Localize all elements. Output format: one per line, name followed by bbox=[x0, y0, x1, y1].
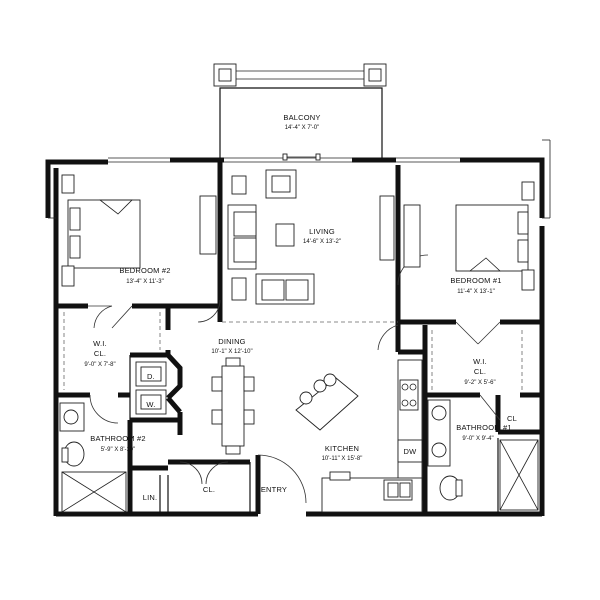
bedroom1-label: BEDROOM #1 bbox=[450, 276, 501, 285]
bedroom1-dims: 11'-4" X 13'-1" bbox=[457, 289, 494, 295]
bedroom2-label: BEDROOM #2 bbox=[119, 266, 170, 275]
dining-table-set bbox=[211, 357, 255, 455]
dishwasher-label: DW bbox=[404, 447, 418, 456]
exterior-walls bbox=[45, 139, 551, 517]
kitchen-label: KITCHEN bbox=[325, 444, 359, 453]
living-dims: 14'-6" X 13'-2" bbox=[303, 239, 341, 245]
kitchen-dims: 10'-11" X 15'-8" bbox=[322, 456, 363, 462]
bathroom1-fixtures bbox=[427, 399, 539, 511]
closet-bath1-label: CL bbox=[507, 414, 517, 423]
wicl2-dims: 9'-0" X 7'-8" bbox=[84, 362, 115, 368]
dryer-label: D. bbox=[147, 372, 155, 381]
closet-entry-label: CL. bbox=[203, 485, 215, 494]
dresser-icon bbox=[199, 195, 217, 255]
wicl1-dims: 9'-2" X 5'-6" bbox=[464, 380, 495, 386]
sink-icon bbox=[431, 405, 447, 421]
bathroom2-label: BATHROOM #2 bbox=[90, 434, 145, 443]
room-labels: BALCONY 14'-4" X 7'-0" LIVING 14'-6" X 1… bbox=[84, 113, 517, 502]
wicl2-label: W.I. bbox=[93, 339, 107, 348]
dining-label: DINING bbox=[218, 337, 245, 346]
dishwasher-icon bbox=[397, 439, 423, 463]
stove-icon bbox=[399, 379, 419, 411]
bed-icon bbox=[455, 204, 529, 272]
living-label: LIVING bbox=[309, 227, 335, 236]
bedroom1-furniture bbox=[403, 181, 535, 291]
bathroom1-dims: 9'-0" X 9'-4" bbox=[462, 436, 493, 442]
bathroom1-label: BATHROOM #1 bbox=[456, 423, 511, 432]
interior-walls bbox=[56, 160, 542, 514]
balcony-dims: 14'-4" X 7'-0" bbox=[285, 125, 320, 131]
nightstand-icon bbox=[61, 174, 75, 194]
washer-label: W. bbox=[146, 400, 155, 409]
bedroom2-dims: 13'-4" X 11'-3" bbox=[126, 279, 163, 285]
balcony-label: BALCONY bbox=[283, 113, 320, 122]
nightstand-icon bbox=[61, 265, 75, 287]
entry-label: ENTRY bbox=[261, 485, 287, 494]
wicl1-label: W.I. bbox=[473, 357, 487, 366]
nightstand-icon bbox=[521, 269, 535, 291]
linen-label: LIN. bbox=[143, 493, 158, 502]
dining-dims: 10'-1" X 12'-10" bbox=[211, 349, 252, 355]
wicl2-sub: CL. bbox=[94, 349, 106, 358]
coffee-table-icon bbox=[275, 223, 295, 247]
bedroom2-furniture bbox=[61, 174, 217, 287]
wicl1-sub: CL. bbox=[474, 367, 486, 376]
living-furniture bbox=[227, 169, 395, 305]
dresser-icon bbox=[403, 204, 421, 268]
nightstand-icon bbox=[521, 181, 535, 201]
kitchen-fixtures bbox=[295, 359, 423, 513]
sink-icon bbox=[431, 442, 447, 458]
tv-console-icon bbox=[379, 195, 395, 261]
bathroom2-fixtures bbox=[59, 402, 127, 513]
dining-table-icon bbox=[221, 365, 245, 447]
bathroom2-dims: 5'-9" X 8'-10" bbox=[101, 447, 136, 453]
balcony-area bbox=[213, 63, 387, 158]
